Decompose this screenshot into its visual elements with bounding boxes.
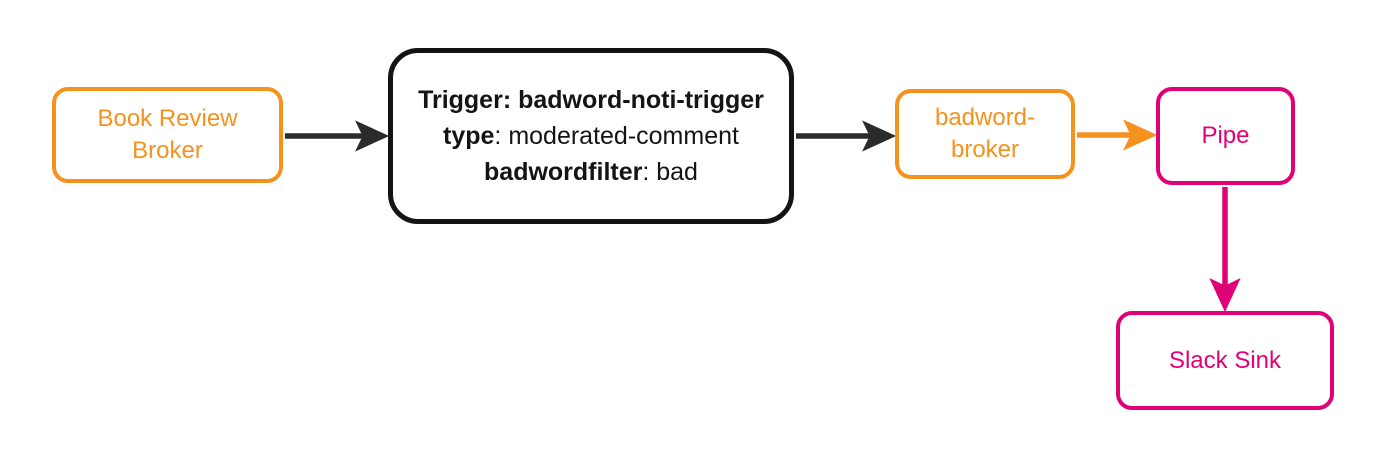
- node-trigger-line-3-bold: badwordfilter: [484, 158, 643, 187]
- node-trigger-line-3-normal: : bad: [642, 158, 698, 187]
- node-trigger-line-3: badwordfilter: bad: [418, 154, 764, 190]
- node-trigger[interactable]: Trigger: badword-noti-trigger type: mode…: [388, 48, 794, 224]
- node-slack-sink-label: Slack Sink: [1168, 346, 1282, 374]
- node-trigger-line-2-bold: type: [443, 121, 495, 150]
- node-trigger-line-1-bold: Trigger: badword-noti-trigger: [418, 85, 764, 114]
- node-badword-broker-label: badword- broker: [934, 104, 1036, 163]
- node-trigger-line-1: Trigger: badword-noti-trigger: [418, 82, 764, 118]
- node-book-review-broker[interactable]: Book Review Broker: [52, 87, 283, 183]
- node-book-review-broker-label: Book Review Broker: [97, 105, 238, 164]
- node-trigger-line-2: type: moderated-comment: [418, 118, 764, 154]
- node-pipe[interactable]: Pipe: [1156, 87, 1295, 185]
- node-badword-broker[interactable]: badword- broker: [895, 89, 1075, 179]
- node-trigger-line-2-normal: : moderated-comment: [494, 121, 739, 150]
- node-slack-sink[interactable]: Slack Sink: [1116, 311, 1334, 410]
- node-pipe-label: Pipe: [1201, 122, 1250, 150]
- node-trigger-label: Trigger: badword-noti-trigger type: mode…: [400, 82, 782, 191]
